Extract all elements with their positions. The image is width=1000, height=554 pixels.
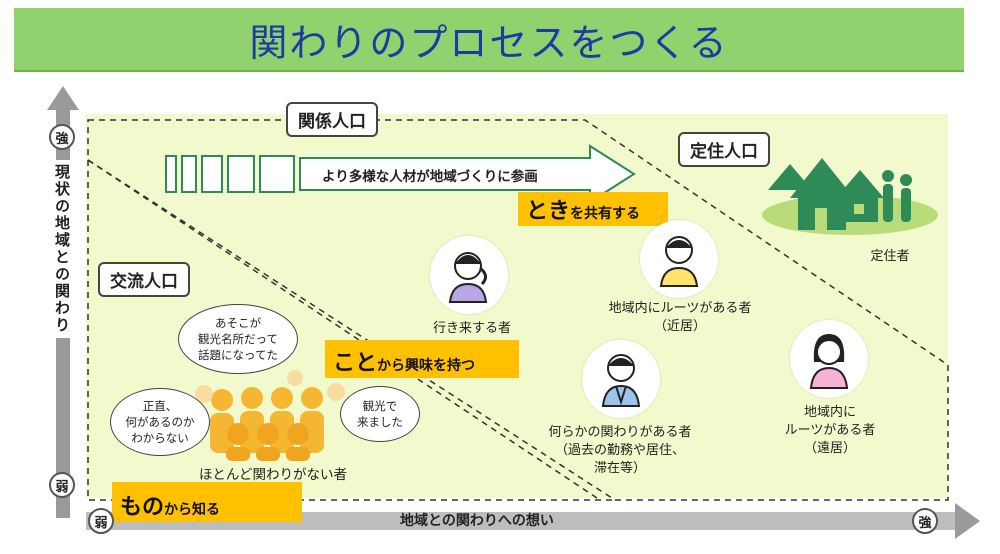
avatar-roots-near (640, 220, 718, 298)
y-axis-weak: 弱 (49, 472, 75, 498)
kankei-label: 関係人口 (286, 102, 378, 137)
label-roots-far-line3: （遠居） (803, 441, 856, 456)
label-ikikuru: 行き来する者 (432, 321, 511, 336)
person-suit-icon (601, 354, 641, 407)
x-axis-weak: 弱 (88, 508, 114, 534)
person-icon (659, 236, 699, 287)
bubble-shojiki: 正直、 何があるのか わからない (110, 388, 210, 456)
highlight-koto-small: から興味を持つ (377, 358, 476, 374)
highlight-toki-big: とき (526, 199, 571, 224)
label-nanraka-line2: （過去の勤務や居住、 (554, 443, 685, 458)
label-hotondo: ほとんど関わりがない者 (198, 467, 348, 483)
label-roots-near-line1: 地域内にルーツがある者 (608, 301, 752, 316)
highlight-toki-small: を共有する (570, 206, 641, 222)
bubble-asokoga: あそこが 観光名所だって 話題になってた (178, 304, 298, 374)
y-axis-strong: 強 (49, 124, 75, 150)
bubble-kanko-line1: 観光で (362, 399, 398, 413)
title-bar: 関わりのプロセスをつくる (14, 8, 964, 72)
y-axis-label: 現状の地域との関わり (52, 160, 72, 338)
highlight-toki: とき を共有する (518, 192, 668, 226)
highlight-koto: こと から興味を持つ (325, 340, 519, 378)
teiju-label: 定住人口 (678, 132, 770, 167)
avatar-roots-far (790, 320, 868, 398)
crowd-faded-icon (195, 370, 345, 403)
y-axis-arrowhead (47, 86, 79, 110)
page-title: 関わりのプロセスをつくる (249, 20, 729, 65)
highlight-mono: もの から知る (112, 482, 302, 522)
koryu-region (87, 160, 615, 501)
x-axis-strong: 強 (912, 508, 938, 534)
label-roots-near: 地域内にルーツがある者 （近居） (590, 300, 770, 336)
bubble-asokoga-line1: あそこが (215, 316, 261, 330)
bubble-shojiki-line3: わからない (131, 431, 189, 445)
arrow-text: より多様な人材が地域づくりに参画 (322, 169, 538, 185)
bubble-asokoga-line2: 観光名所だって (198, 332, 278, 346)
label-roots-far: 地域内に ルーツがある者 （遠居） (770, 404, 890, 458)
bubble-asokoga-line3: 話題になってた (198, 348, 278, 362)
label-roots-near-line2: （近居） (653, 319, 706, 334)
highlight-mono-small: から知る (164, 502, 221, 518)
label-nanraka-line3: 滞在等） (593, 461, 646, 476)
person-ponytail-icon (448, 252, 488, 303)
person-long-hair-icon (809, 334, 849, 389)
label-nanraka-line1: 何らかの関わりがある者 (548, 425, 692, 440)
highlight-koto-big: こと (333, 351, 378, 376)
houses-icon (762, 158, 938, 235)
label-nanraka: 何らかの関わりがある者 （過去の勤務や居住、 滞在等） (530, 424, 710, 478)
highlight-mono-big: もの (120, 495, 165, 520)
koryu-boundary (87, 159, 601, 501)
participation-arrow (299, 144, 636, 204)
koryu-label: 交流人口 (98, 262, 190, 297)
kankei-region (87, 119, 949, 501)
bubble-kanko-line2: 来ました (357, 415, 403, 429)
avatar-ikikuru (430, 236, 508, 314)
progress-boxes (165, 155, 295, 193)
x-axis-arrowhead (955, 503, 980, 539)
label-roots-far-line2: ルーツがある者 (784, 423, 876, 438)
x-axis-label: 地域との関わりへの想い (400, 513, 554, 529)
bubble-shojiki-line1: 正直、 (142, 399, 178, 413)
label-roots-far-line1: 地域内に (803, 405, 856, 420)
x-axis-bar (86, 512, 956, 530)
bubble-kanko: 観光で 来ました (340, 386, 420, 442)
label-teijusha: 定住者 (870, 249, 910, 264)
avatar-nanraka (582, 340, 660, 418)
crowd-icon (210, 387, 324, 461)
bubble-shojiki-line2: 何があるのか (125, 415, 195, 429)
